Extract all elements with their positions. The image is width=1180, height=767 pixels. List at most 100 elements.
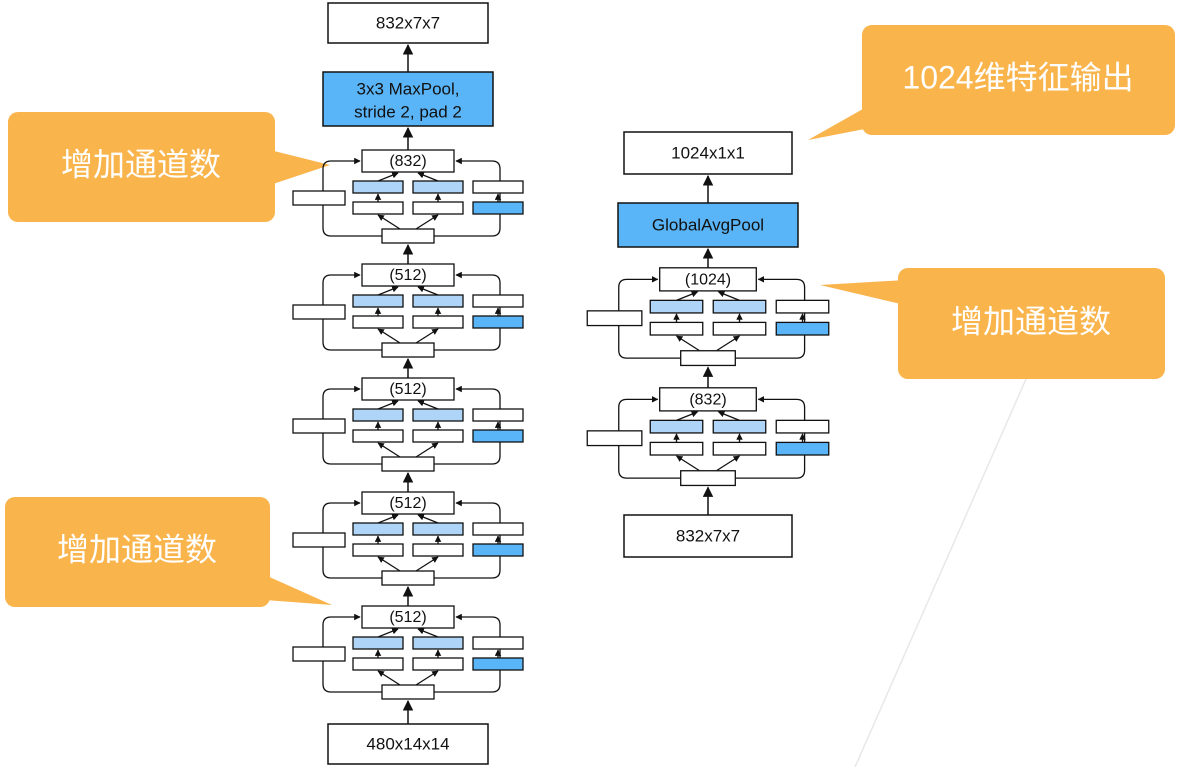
pool-box — [775, 419, 830, 434]
conv1x1-box — [649, 441, 704, 456]
branch-arrow — [415, 328, 439, 344]
left-inception-block-3: (512) — [292, 263, 524, 358]
right-inception-stack: (832) (1024) — [586, 267, 830, 515]
conv-box-dark — [775, 321, 830, 336]
callout-left-top-text: 增加通道数 — [61, 146, 221, 182]
input-split-box — [381, 228, 435, 244]
input-split-box — [381, 570, 435, 586]
left-inception-block-1: (512) — [292, 491, 524, 586]
right-inception-block-0: (832) — [586, 387, 830, 487]
left-output-label: 832x7x7 — [376, 13, 440, 32]
right-input-label: 832x7x7 — [676, 526, 740, 545]
branch-arrow — [417, 400, 439, 410]
branch-arrow — [415, 442, 439, 458]
branch-arrow — [717, 411, 740, 421]
conv-box-dark — [472, 315, 524, 329]
maxpool-label-line2: stride 2, pad 2 — [354, 102, 462, 121]
branch-arrow — [415, 670, 439, 686]
concat-box — [659, 267, 757, 292]
conv1x1-branch-box — [292, 532, 346, 548]
conv-box-dark — [472, 657, 524, 671]
global-avg-pool-label: GlobalAvgPool — [652, 215, 764, 234]
left-inception-block-0: (512) — [292, 605, 524, 700]
pool-box — [472, 522, 524, 536]
branch-arrow — [377, 556, 401, 572]
conv1x1-box — [649, 321, 704, 336]
right-output-label: 1024x1x1 — [671, 143, 745, 162]
callout-left-top: 增加通道数 — [8, 112, 330, 222]
conv-box-light — [352, 180, 404, 194]
input-split-box — [381, 456, 435, 472]
conv1x1-box — [352, 315, 404, 329]
concat-box — [361, 149, 455, 173]
conv1x1-branch-box — [292, 418, 346, 434]
input-split-box — [381, 342, 435, 358]
conv1x1-box — [712, 321, 767, 336]
branch-arrow — [377, 172, 399, 182]
left-input-label: 480x14x14 — [366, 734, 449, 753]
conv1x1-box — [412, 543, 464, 557]
left-inception-block-4: (832) — [292, 149, 524, 244]
branch-arrow — [377, 514, 399, 524]
callout-right-top-text: 1024维特征输出 — [902, 59, 1133, 95]
conv-box-light — [412, 636, 464, 650]
branch-arrow — [417, 628, 439, 638]
branch-arrow — [417, 286, 439, 296]
conv1x1-box — [352, 657, 404, 671]
conv-box-light — [649, 299, 704, 314]
conv1x1-branch-box — [586, 310, 643, 327]
inception-channels-label: (512) — [389, 381, 426, 398]
conv-box-dark — [472, 543, 524, 557]
conv1x1-box — [412, 315, 464, 329]
conv1x1-box — [412, 201, 464, 215]
conv-box-light — [352, 636, 404, 650]
right-input-node: 832x7x7 — [623, 514, 793, 558]
branch-arrow — [415, 214, 439, 230]
callout-left-bottom-text: 增加通道数 — [57, 531, 217, 567]
pool-box — [472, 294, 524, 308]
conv-box-light — [412, 180, 464, 194]
pool-box — [472, 408, 524, 422]
callout-left-bottom: 增加通道数 — [5, 497, 332, 607]
conv1x1-box — [352, 543, 404, 557]
global-avg-pool-node: GlobalAvgPool — [617, 202, 799, 248]
callout-right-middle: 增加通道数 — [820, 268, 1165, 379]
conv1x1-branch-box — [292, 190, 346, 206]
inception-channels-label: (832) — [689, 392, 726, 409]
branch-arrow — [676, 291, 699, 301]
branch-arrow — [417, 514, 439, 524]
branch-arrow — [377, 628, 399, 638]
pool-box — [472, 180, 524, 194]
conv-box-light — [412, 408, 464, 422]
conv-box-light — [352, 522, 404, 536]
pool-box — [472, 636, 524, 650]
right-inception-block-1: (1024) — [586, 267, 830, 367]
branch-arrow — [377, 442, 401, 458]
inception-channels-label: (832) — [389, 153, 426, 170]
inception-channels-label: (1024) — [685, 272, 731, 289]
left-inception-block-2: (512) — [292, 377, 524, 472]
inception-channels-label: (512) — [389, 267, 426, 284]
conv1x1-branch-box — [292, 646, 346, 662]
conv-box-light — [412, 294, 464, 308]
conv-box-light — [649, 419, 704, 434]
branch-arrow — [377, 400, 399, 410]
branch-arrow — [377, 286, 399, 296]
conv1x1-branch-box — [586, 430, 643, 447]
maxpool-label-line1: 3x3 MaxPool, — [357, 79, 460, 98]
conv1x1-box — [352, 429, 404, 443]
input-split-box — [680, 350, 736, 367]
right-output-node: 1024x1x1 — [623, 131, 793, 175]
background-line — [854, 369, 1031, 767]
conv1x1-box — [352, 201, 404, 215]
inception-channels-label: (512) — [389, 609, 426, 626]
branch-arrow — [415, 556, 439, 572]
branch-arrow — [716, 335, 741, 352]
conv-box-light — [352, 294, 404, 308]
input-split-box — [381, 684, 435, 700]
conv-box-light — [712, 299, 767, 314]
branch-arrow — [717, 291, 740, 301]
conv1x1-box — [412, 429, 464, 443]
left-output-node: 832x7x7 — [327, 2, 489, 44]
